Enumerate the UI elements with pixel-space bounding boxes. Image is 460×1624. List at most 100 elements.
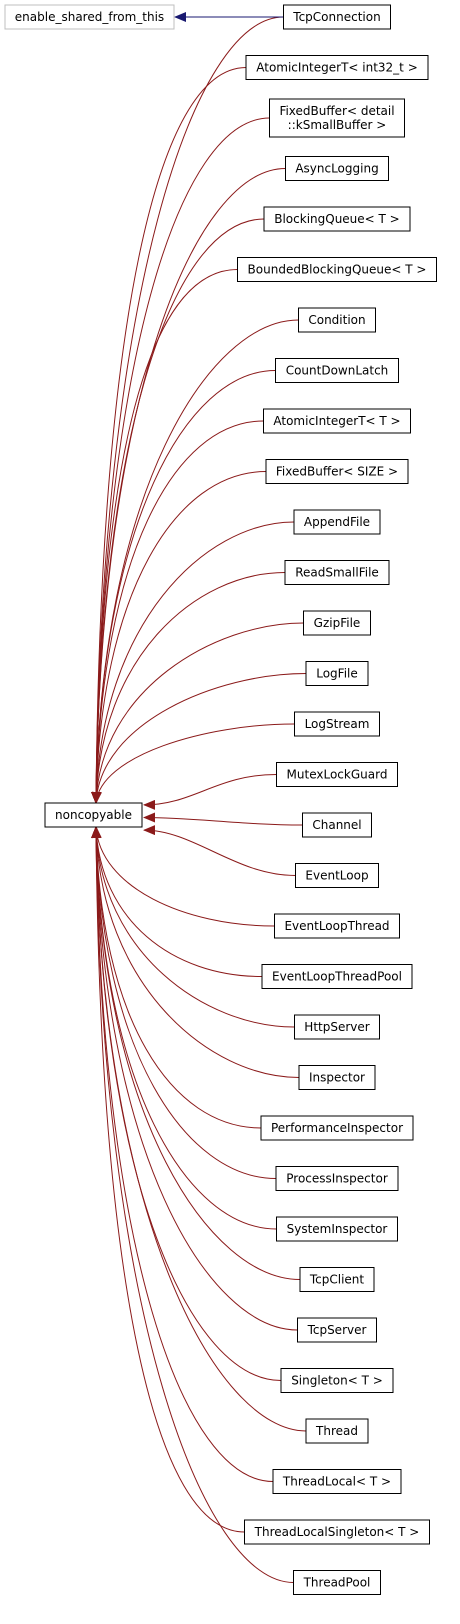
class-node-enable-shared-from-this[interactable]: enable_shared_from_this [4, 4, 175, 30]
class-node-tcpclient-label: TcpClient [309, 1273, 365, 1287]
class-node-performanceinspector[interactable]: PerformanceInspector [260, 1115, 414, 1141]
class-node-atomicintegert-int32-t[interactable]: AtomicIntegerT< int32_t > [245, 55, 429, 80]
class-node-httpserver[interactable]: HttpServer [294, 1014, 380, 1040]
class-node-condition[interactable]: Condition [298, 307, 376, 333]
class-node-noncopyable[interactable]: noncopyable [44, 802, 143, 828]
class-node-channel[interactable]: Channel [302, 812, 372, 838]
class-node-appendfile[interactable]: AppendFile [293, 509, 381, 535]
edge-channel-to-noncopyable [143, 812, 303, 826]
edge-systeminspector-to-noncopyable [91, 826, 277, 1230]
class-node-fixedbuffer-detail-ksmallbuffer[interactable]: FixedBuffer< detail::kSmallBuffer > [269, 98, 405, 138]
class-node-tcpserver[interactable]: TcpServer [297, 1317, 377, 1343]
class-node-systeminspector[interactable]: SystemInspector [276, 1216, 398, 1242]
class-node-httpserver-box [294, 1014, 380, 1040]
class-node-logstream-label: LogStream [305, 717, 370, 731]
edge-httpserver-to-noncopyable [91, 826, 295, 1028]
class-node-logfile[interactable]: LogFile [305, 661, 369, 686]
class-node-systeminspector-label: SystemInspector [287, 1222, 388, 1236]
class-node-condition-box [298, 307, 376, 333]
node-layer: enable_shared_from_this noncopyable TcpCon… [4, 4, 437, 1595]
class-node-threadpool-label: ThreadPool [303, 1576, 371, 1590]
class-node-countdownlatch-label: CountDownLatch [286, 364, 389, 378]
class-node-httpserver-label: HttpServer [304, 1020, 369, 1034]
class-node-processinspector[interactable]: ProcessInspector [275, 1166, 399, 1191]
edge-boundedblockingqueue-t-to-noncopyable [91, 269, 238, 804]
edge-atomicintegert-t-to-noncopyable [91, 420, 264, 804]
class-node-mutexlockguard-label: MutexLockGuard [287, 768, 388, 782]
edge-eventloopthreadpool-to-noncopyable [91, 826, 263, 977]
class-node-performanceinspector-box [260, 1115, 414, 1141]
class-node-blockingqueue-t[interactable]: BlockingQueue< T > [263, 206, 411, 232]
class-node-tcpclient[interactable]: TcpClient [299, 1267, 375, 1292]
edge-fixedbuffer-detail-ksmallbuffer-to-noncopyable [91, 117, 270, 804]
class-node-singleton-t-label: Singleton< T > [291, 1374, 383, 1388]
class-node-logstream[interactable]: LogStream [294, 711, 380, 737]
class-node-readsmallfile-box [284, 560, 390, 585]
class-node-performanceinspector-label: PerformanceInspector [271, 1121, 403, 1135]
class-node-countdownlatch[interactable]: CountDownLatch [275, 358, 399, 383]
class-node-enable-shared-from-this-label: enable_shared_from_this [15, 10, 164, 24]
class-node-gzipfile-box [303, 610, 371, 636]
class-node-atomicintegert-t-label: AtomicIntegerT< T > [273, 414, 400, 428]
edge-layer [91, 12, 307, 1583]
class-node-atomicintegert-t-box [263, 408, 411, 434]
class-node-noncopyable-box [44, 802, 143, 828]
class-node-threadlocalsingleton-t[interactable]: ThreadLocalSingleton< T > [244, 1519, 430, 1545]
class-node-atomicintegert-int32-t-box [245, 55, 429, 80]
class-node-asynclogging-box [285, 156, 389, 181]
class-node-mutexlockguard[interactable]: MutexLockGuard [276, 762, 398, 787]
class-node-threadlocal-t[interactable]: ThreadLocal< T > [272, 1469, 402, 1494]
class-node-inspector-box [298, 1065, 376, 1090]
class-node-gzipfile[interactable]: GzipFile [303, 610, 371, 636]
class-node-eventloop[interactable]: EventLoop [295, 863, 379, 888]
class-node-threadpool-box [293, 1570, 381, 1595]
class-node-mutexlockguard-box [276, 762, 398, 787]
class-node-fixedbuffer-detail-ksmallbuffer-label-line-1: FixedBuffer< detail [279, 104, 394, 118]
edge-eventloopthread-to-noncopyable [91, 826, 275, 927]
class-node-inspector[interactable]: Inspector [298, 1065, 376, 1090]
class-node-thread[interactable]: Thread [305, 1418, 369, 1444]
edge-tcpserver-to-noncopyable [91, 826, 298, 1331]
edge-appendfile-to-noncopyable [91, 521, 295, 804]
class-node-tcpserver-box [297, 1317, 377, 1343]
class-node-tcpconnection-label: TcpConnection [292, 10, 380, 24]
class-node-thread-label: Thread [315, 1424, 358, 1438]
edge-tcpclient-to-noncopyable [91, 826, 301, 1280]
edge-inspector-to-noncopyable [91, 826, 300, 1078]
class-node-eventloopthread-label: EventLoopThread [284, 919, 389, 933]
class-node-readsmallfile[interactable]: ReadSmallFile [284, 560, 390, 585]
class-node-fixedbuffer-size-label: FixedBuffer< SIZE > [276, 465, 398, 479]
class-node-systeminspector-box [276, 1216, 398, 1242]
class-node-threadlocal-t-label: ThreadLocal< T > [282, 1475, 391, 1489]
edge-blockingqueue-t-to-noncopyable [91, 218, 265, 804]
class-node-asynclogging[interactable]: AsyncLogging [285, 156, 389, 181]
class-node-eventloopthread[interactable]: EventLoopThread [274, 913, 400, 939]
class-node-singleton-t-box [280, 1368, 394, 1393]
class-node-logstream-box [294, 711, 380, 737]
class-node-boundedblockingqueue-t[interactable]: BoundedBlockingQueue< T > [237, 257, 437, 282]
class-node-enable-shared-from-this-box [4, 4, 175, 30]
class-node-threadlocalsingleton-t-label: ThreadLocalSingleton< T > [254, 1525, 420, 1539]
class-node-appendfile-label: AppendFile [304, 515, 370, 529]
class-node-singleton-t[interactable]: Singleton< T > [280, 1368, 394, 1393]
class-node-tcpserver-label: TcpServer [307, 1323, 367, 1337]
class-node-eventloopthreadpool[interactable]: EventLoopThreadPool [261, 964, 413, 989]
class-node-eventloopthreadpool-box [261, 964, 413, 989]
edge-fixedbuffer-size-to-noncopyable [91, 471, 267, 804]
edge-threadlocalsingleton-t-to-noncopyable [91, 826, 245, 1533]
class-node-eventloopthread-box [274, 913, 400, 939]
class-node-eventloop-label: EventLoop [305, 869, 368, 883]
class-node-inspector-label: Inspector [309, 1071, 365, 1085]
class-node-fixedbuffer-size[interactable]: FixedBuffer< SIZE > [265, 459, 409, 484]
class-node-threadpool[interactable]: ThreadPool [293, 1570, 381, 1595]
class-node-tcpclient-box [299, 1267, 375, 1292]
class-node-tcpconnection[interactable]: TcpConnection [283, 4, 391, 30]
edge-singleton-t-to-noncopyable [91, 826, 282, 1381]
edge-gzipfile-to-noncopyable [91, 622, 304, 804]
class-node-eventloop-box [295, 863, 379, 888]
class-node-atomicintegert-t[interactable]: AtomicIntegerT< T > [263, 408, 411, 434]
class-node-logfile-label: LogFile [316, 667, 358, 681]
class-node-appendfile-box [293, 509, 381, 535]
edge-threadpool-to-noncopyable [91, 826, 294, 1583]
edge-mutexlockguard-to-noncopyable [143, 774, 277, 810]
